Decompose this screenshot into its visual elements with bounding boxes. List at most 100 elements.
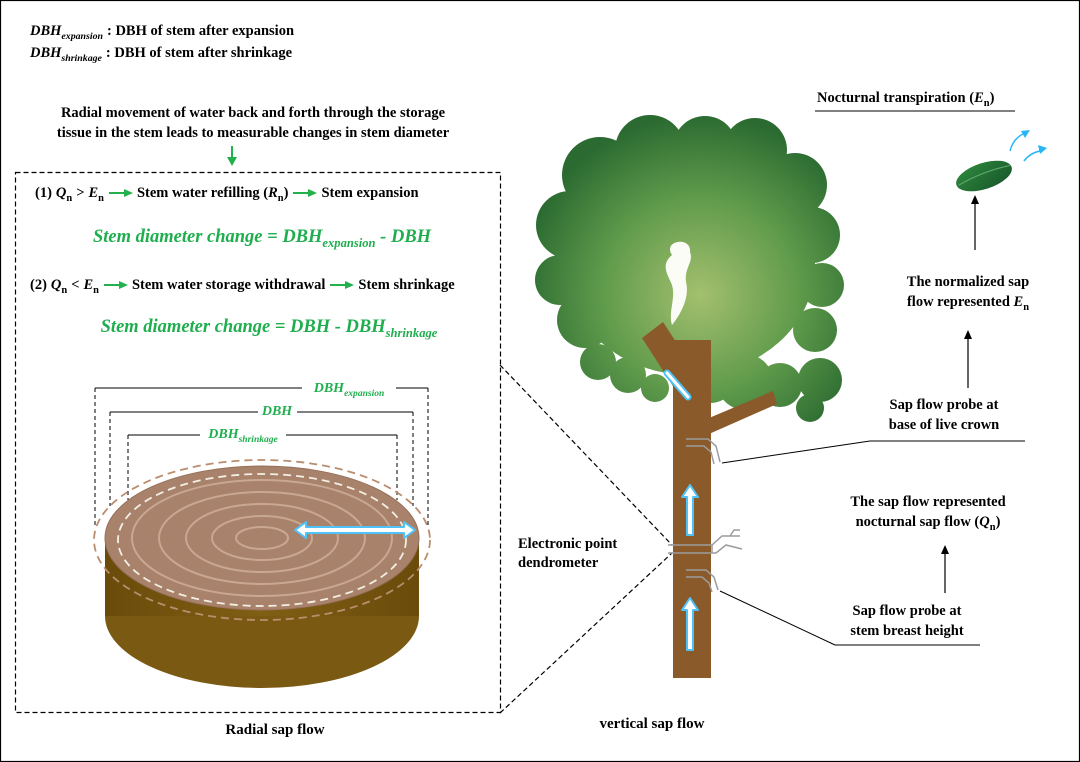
represented-symbol: Q <box>979 514 990 530</box>
case-1-q: Q <box>55 185 67 201</box>
legend-expansion: DBHexpansion : DBH of stem after expansio… <box>30 22 294 42</box>
represented-label-line-1: The sap flow represented <box>850 494 1006 510</box>
formula-2: Stem diameter change = DBH - DBHshrinkag… <box>100 316 438 340</box>
represented-subscript: n <box>989 521 996 533</box>
nocturnal-text: Nocturnal transpiration ( <box>817 90 975 106</box>
growth-ring <box>235 526 289 550</box>
transpiration-arrow-icon <box>1009 133 1041 162</box>
green-arrow-icon <box>103 280 128 289</box>
dim-expansion-label: DBHexpansion <box>313 381 385 399</box>
probe-breast-leader <box>719 590 836 646</box>
green-arrow-icon <box>330 280 355 289</box>
crown-lobe <box>793 308 837 352</box>
probe-breast-label-line-1: Sap flow probe at <box>852 603 962 619</box>
dendrometer-label-line-2: dendrometer <box>518 555 599 571</box>
normalized-subscript: n <box>1023 301 1030 313</box>
case-2-number: (2) <box>30 277 47 293</box>
dim-shrinkage-symbol: DBH <box>208 427 239 442</box>
black-up-arrow-icon <box>941 545 949 593</box>
crown-lobe <box>610 357 646 393</box>
probe-crown-label-line-2: base of live crown <box>888 417 1000 433</box>
formula-2-minus: - <box>330 317 346 337</box>
expansion-outline <box>93 459 431 621</box>
case-2-operator: < <box>71 277 80 293</box>
case-1-r-sub: n <box>277 192 284 204</box>
formula-2-prefix: Stem diameter change = <box>100 317 291 337</box>
stem-cross-section <box>93 459 431 688</box>
case-1-number: (1) <box>35 185 52 201</box>
radial-flow-box <box>14 171 502 714</box>
crown-lobe <box>565 155 815 375</box>
formula-2-term-2: DBH <box>345 317 386 337</box>
crown-lobe <box>763 153 827 217</box>
tree-crown <box>535 115 844 422</box>
nocturnal-subscript: n <box>983 97 990 109</box>
section-top <box>104 465 420 611</box>
case-1-e: E <box>88 185 99 201</box>
crown-lobe <box>798 358 842 402</box>
case-2-step-2: Stem shrinkage <box>358 277 455 293</box>
radial-sap-flow-caption: Radial sap flow <box>225 722 325 738</box>
growth-ring <box>131 479 393 597</box>
dim-dbh-symbol: DBH <box>261 404 293 419</box>
growth-ring <box>158 491 366 585</box>
formula-1-prefix: Stem diameter change = <box>92 227 283 247</box>
double-arrow-icon <box>294 521 416 539</box>
green-arrow-icon <box>108 188 133 197</box>
legend-shrinkage-symbol: DBH <box>30 45 62 61</box>
black-up-arrow-icon <box>971 195 979 250</box>
formula-1-term-2: DBH <box>390 227 432 247</box>
dim-shrinkage-subscript: shrinkage <box>238 434 278 445</box>
transpiration-arrowhead <box>1021 130 1030 138</box>
probe-breast-height <box>686 569 719 593</box>
crown-lobe <box>535 255 585 305</box>
case-1-q-sub: n <box>66 192 73 204</box>
represented-line-2-text: nocturnal sap flow ( <box>855 514 980 530</box>
crown-gap <box>665 241 691 325</box>
leaf-icon <box>956 160 1012 192</box>
intro-line-1: Radial movement of water back and forth … <box>60 105 446 121</box>
legend-expansion-subscript: expansion <box>61 30 103 42</box>
intro-line-2: tissue in the stem leads to measurable c… <box>56 125 450 141</box>
transpiration-arrowhead <box>1038 145 1047 154</box>
legend-shrinkage: DBHshrinkage: DBH of stem after shrinkag… <box>30 44 292 64</box>
crown-lobe <box>641 374 669 402</box>
case-1-operator: > <box>76 185 85 201</box>
probe-breast-label-line-2: stem breast height <box>850 623 964 639</box>
case-1-step-2: Stem expansion <box>321 185 419 201</box>
dimension-lines <box>94 387 429 528</box>
blue-flow-arrow-icon <box>663 369 692 401</box>
case-2-q: Q <box>50 277 62 293</box>
formula-1-term-1: DBH <box>282 227 323 247</box>
dim-shrinkage-label: DBHshrinkage <box>208 427 278 445</box>
case-2-e: E <box>83 277 94 293</box>
probe-crown-leader <box>721 440 871 464</box>
blue-flow-arrow-icon <box>681 484 699 536</box>
case-1-step-1: Stem water refilling ( <box>136 185 269 201</box>
crown-lobe <box>800 263 844 307</box>
probe-crown-label-line-1: Sap flow probe at <box>889 397 999 413</box>
crown-lobe <box>673 116 737 180</box>
dim-dbh-label: DBH <box>262 404 292 420</box>
legend-expansion-definition: : DBH of stem after expansion <box>107 23 295 39</box>
right-branch <box>709 391 777 434</box>
nocturnal-close: ) <box>989 90 995 106</box>
dim-expansion-symbol: DBH <box>313 381 345 396</box>
green-arrow-icon <box>293 188 318 197</box>
normalized-label-line-1: The normalized sap <box>906 274 1030 290</box>
legend-expansion-symbol: DBH <box>30 23 62 39</box>
formula-2-term-1: DBH <box>290 317 331 337</box>
formula-1-term-1-sub: expansion <box>322 235 376 250</box>
nocturnal-transpiration-label: Nocturnal transpiration (En) <box>817 89 994 109</box>
legend-shrinkage-definition: : DBH of stem after shrinkage <box>105 45 293 61</box>
probe-crown <box>686 438 721 465</box>
crown-lobe <box>615 115 685 185</box>
vertical-sap-flow-caption: vertical sap flow <box>599 716 705 732</box>
zoom-connector-top <box>499 364 673 546</box>
formula-1: Stem diameter change = DBHexpansion - DB… <box>92 226 432 250</box>
green-arrow-icon <box>227 146 237 166</box>
